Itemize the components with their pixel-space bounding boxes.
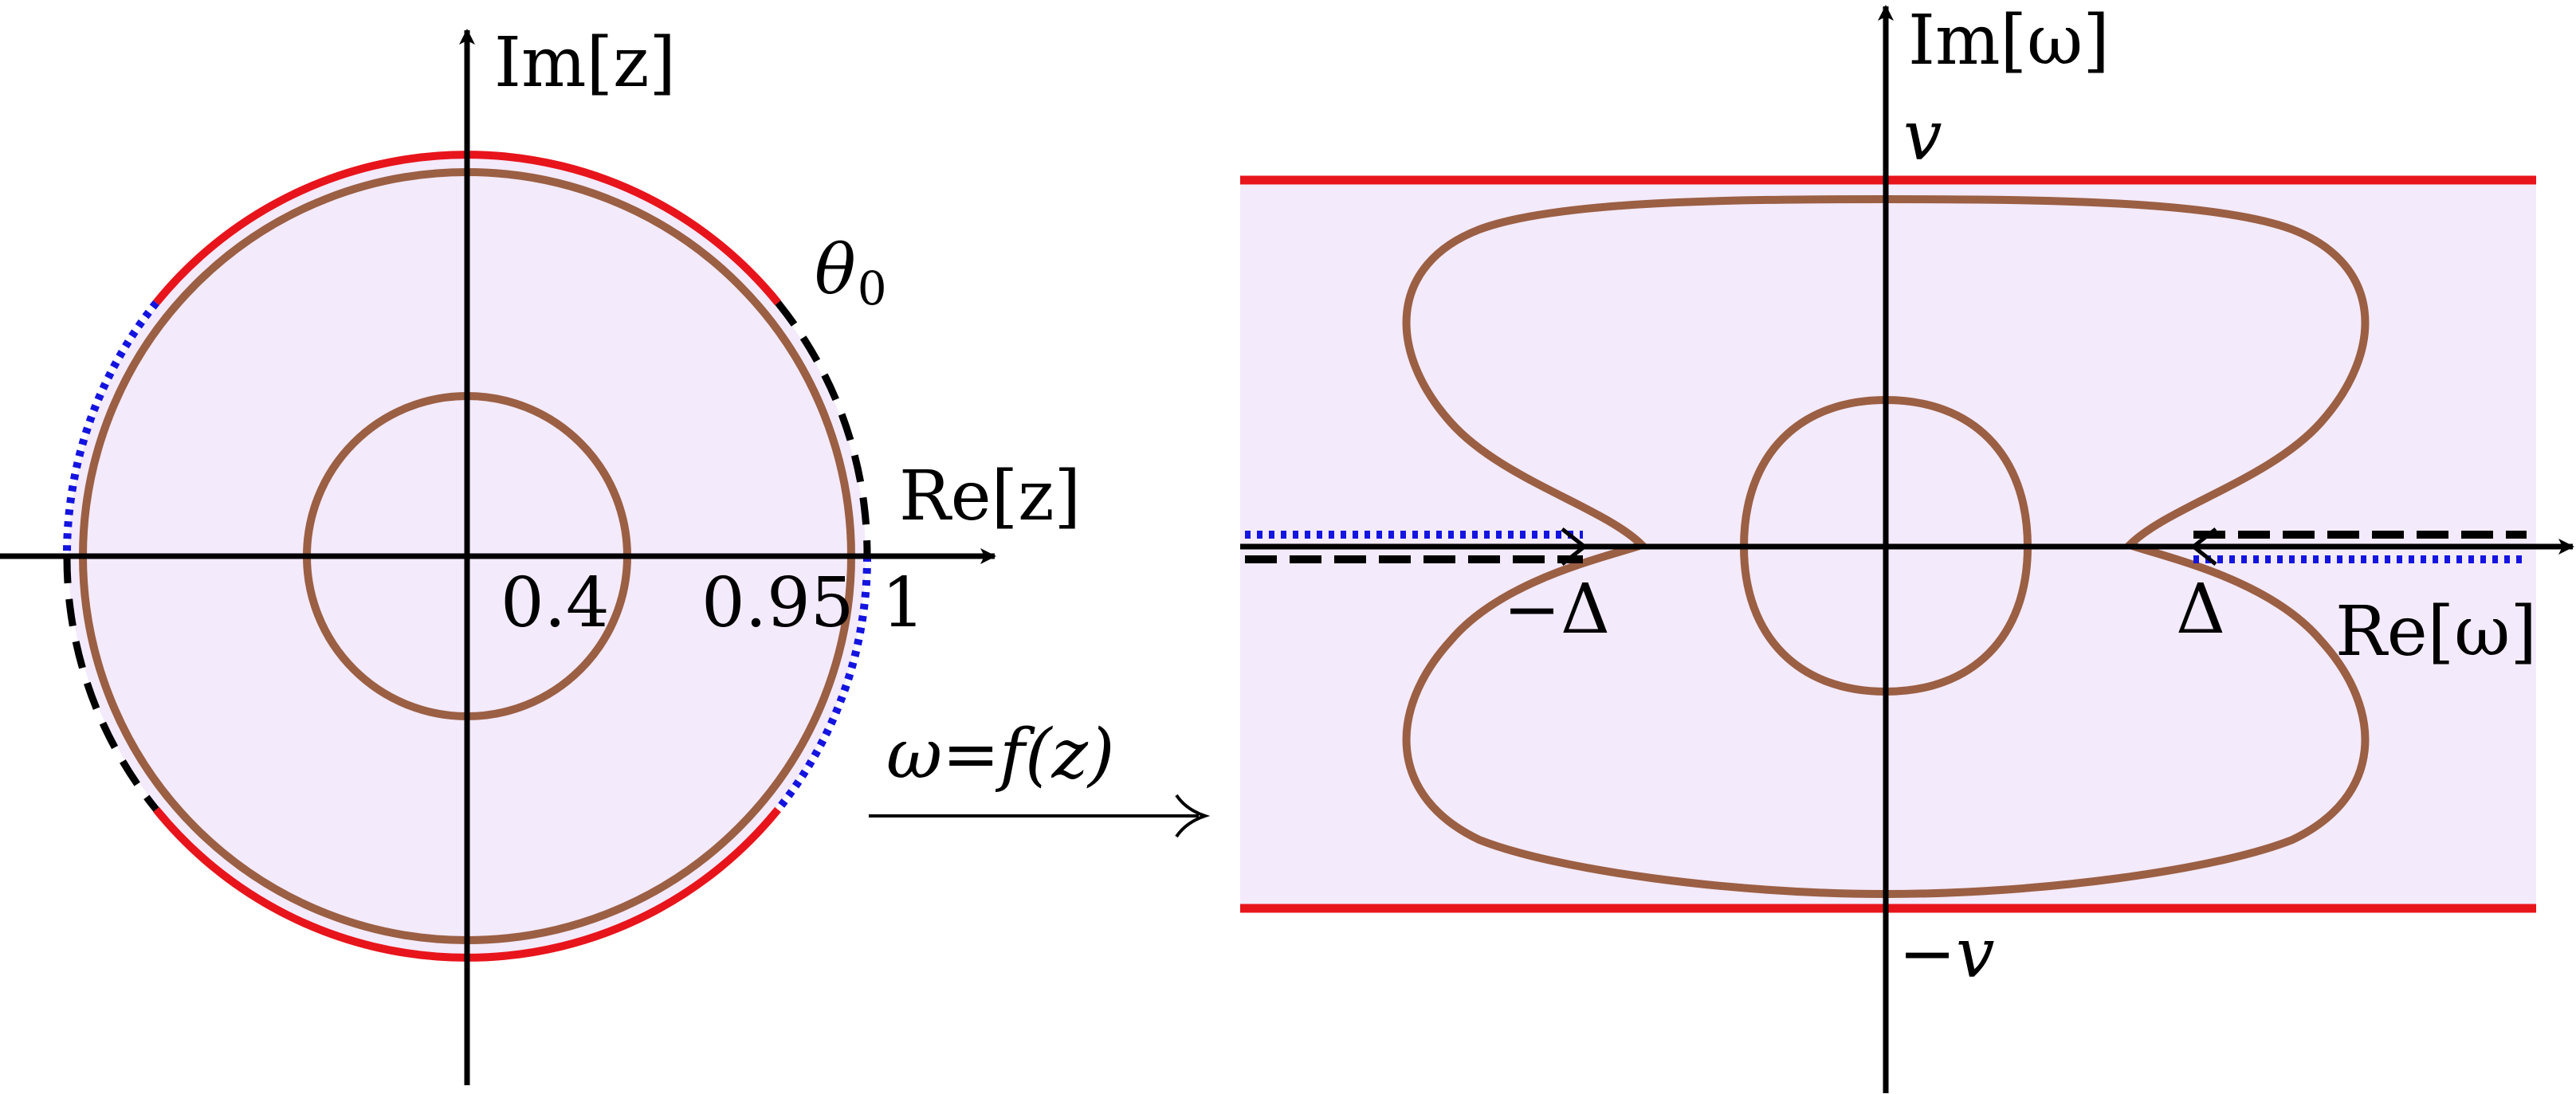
- z-real-axis-label: Re[z]: [899, 457, 1081, 536]
- z-imag-axis-label: Im[z]: [494, 23, 676, 103]
- mapping-arrow-head: [1175, 794, 1211, 838]
- right-open-arrowhead: [2189, 527, 2217, 566]
- unit-circle-dotted-arc-right: [775, 555, 872, 813]
- w-real-axis-label: Re[ω]: [2335, 592, 2537, 672]
- w-plane-panel: Im[ω] v −v −Δ Δ Re[ω]: [1240, 1, 2574, 1093]
- unit-circle-dotted-arc-left: [62, 300, 159, 557]
- tick-label-0.95: 0.95: [701, 563, 854, 643]
- delta-label: Δ: [2176, 570, 2225, 649]
- unit-circle-dashed-arc-left: [63, 555, 159, 812]
- theta0-label: θ0: [815, 230, 887, 316]
- unit-circle-dashed-arc-right: [775, 300, 871, 557]
- tick-label-1: 1: [882, 563, 925, 643]
- mapping-arrow-group: ω=f(z): [869, 715, 1211, 838]
- left-open-arrowhead: [1561, 527, 1588, 566]
- strip-bottom-label: −v: [1899, 914, 1995, 994]
- tick-label-0.4: 0.4: [501, 563, 610, 643]
- strip-top-label: v: [1903, 96, 1942, 176]
- mapping-label: ω=f(z): [886, 715, 1114, 794]
- minus-delta-label: −Δ: [1503, 570, 1610, 649]
- w-imag-axis-label: Im[ω]: [1908, 1, 2110, 80]
- z-plane-panel: Im[z] Re[z] 0.4 0.95 1 θ0: [0, 23, 1081, 1085]
